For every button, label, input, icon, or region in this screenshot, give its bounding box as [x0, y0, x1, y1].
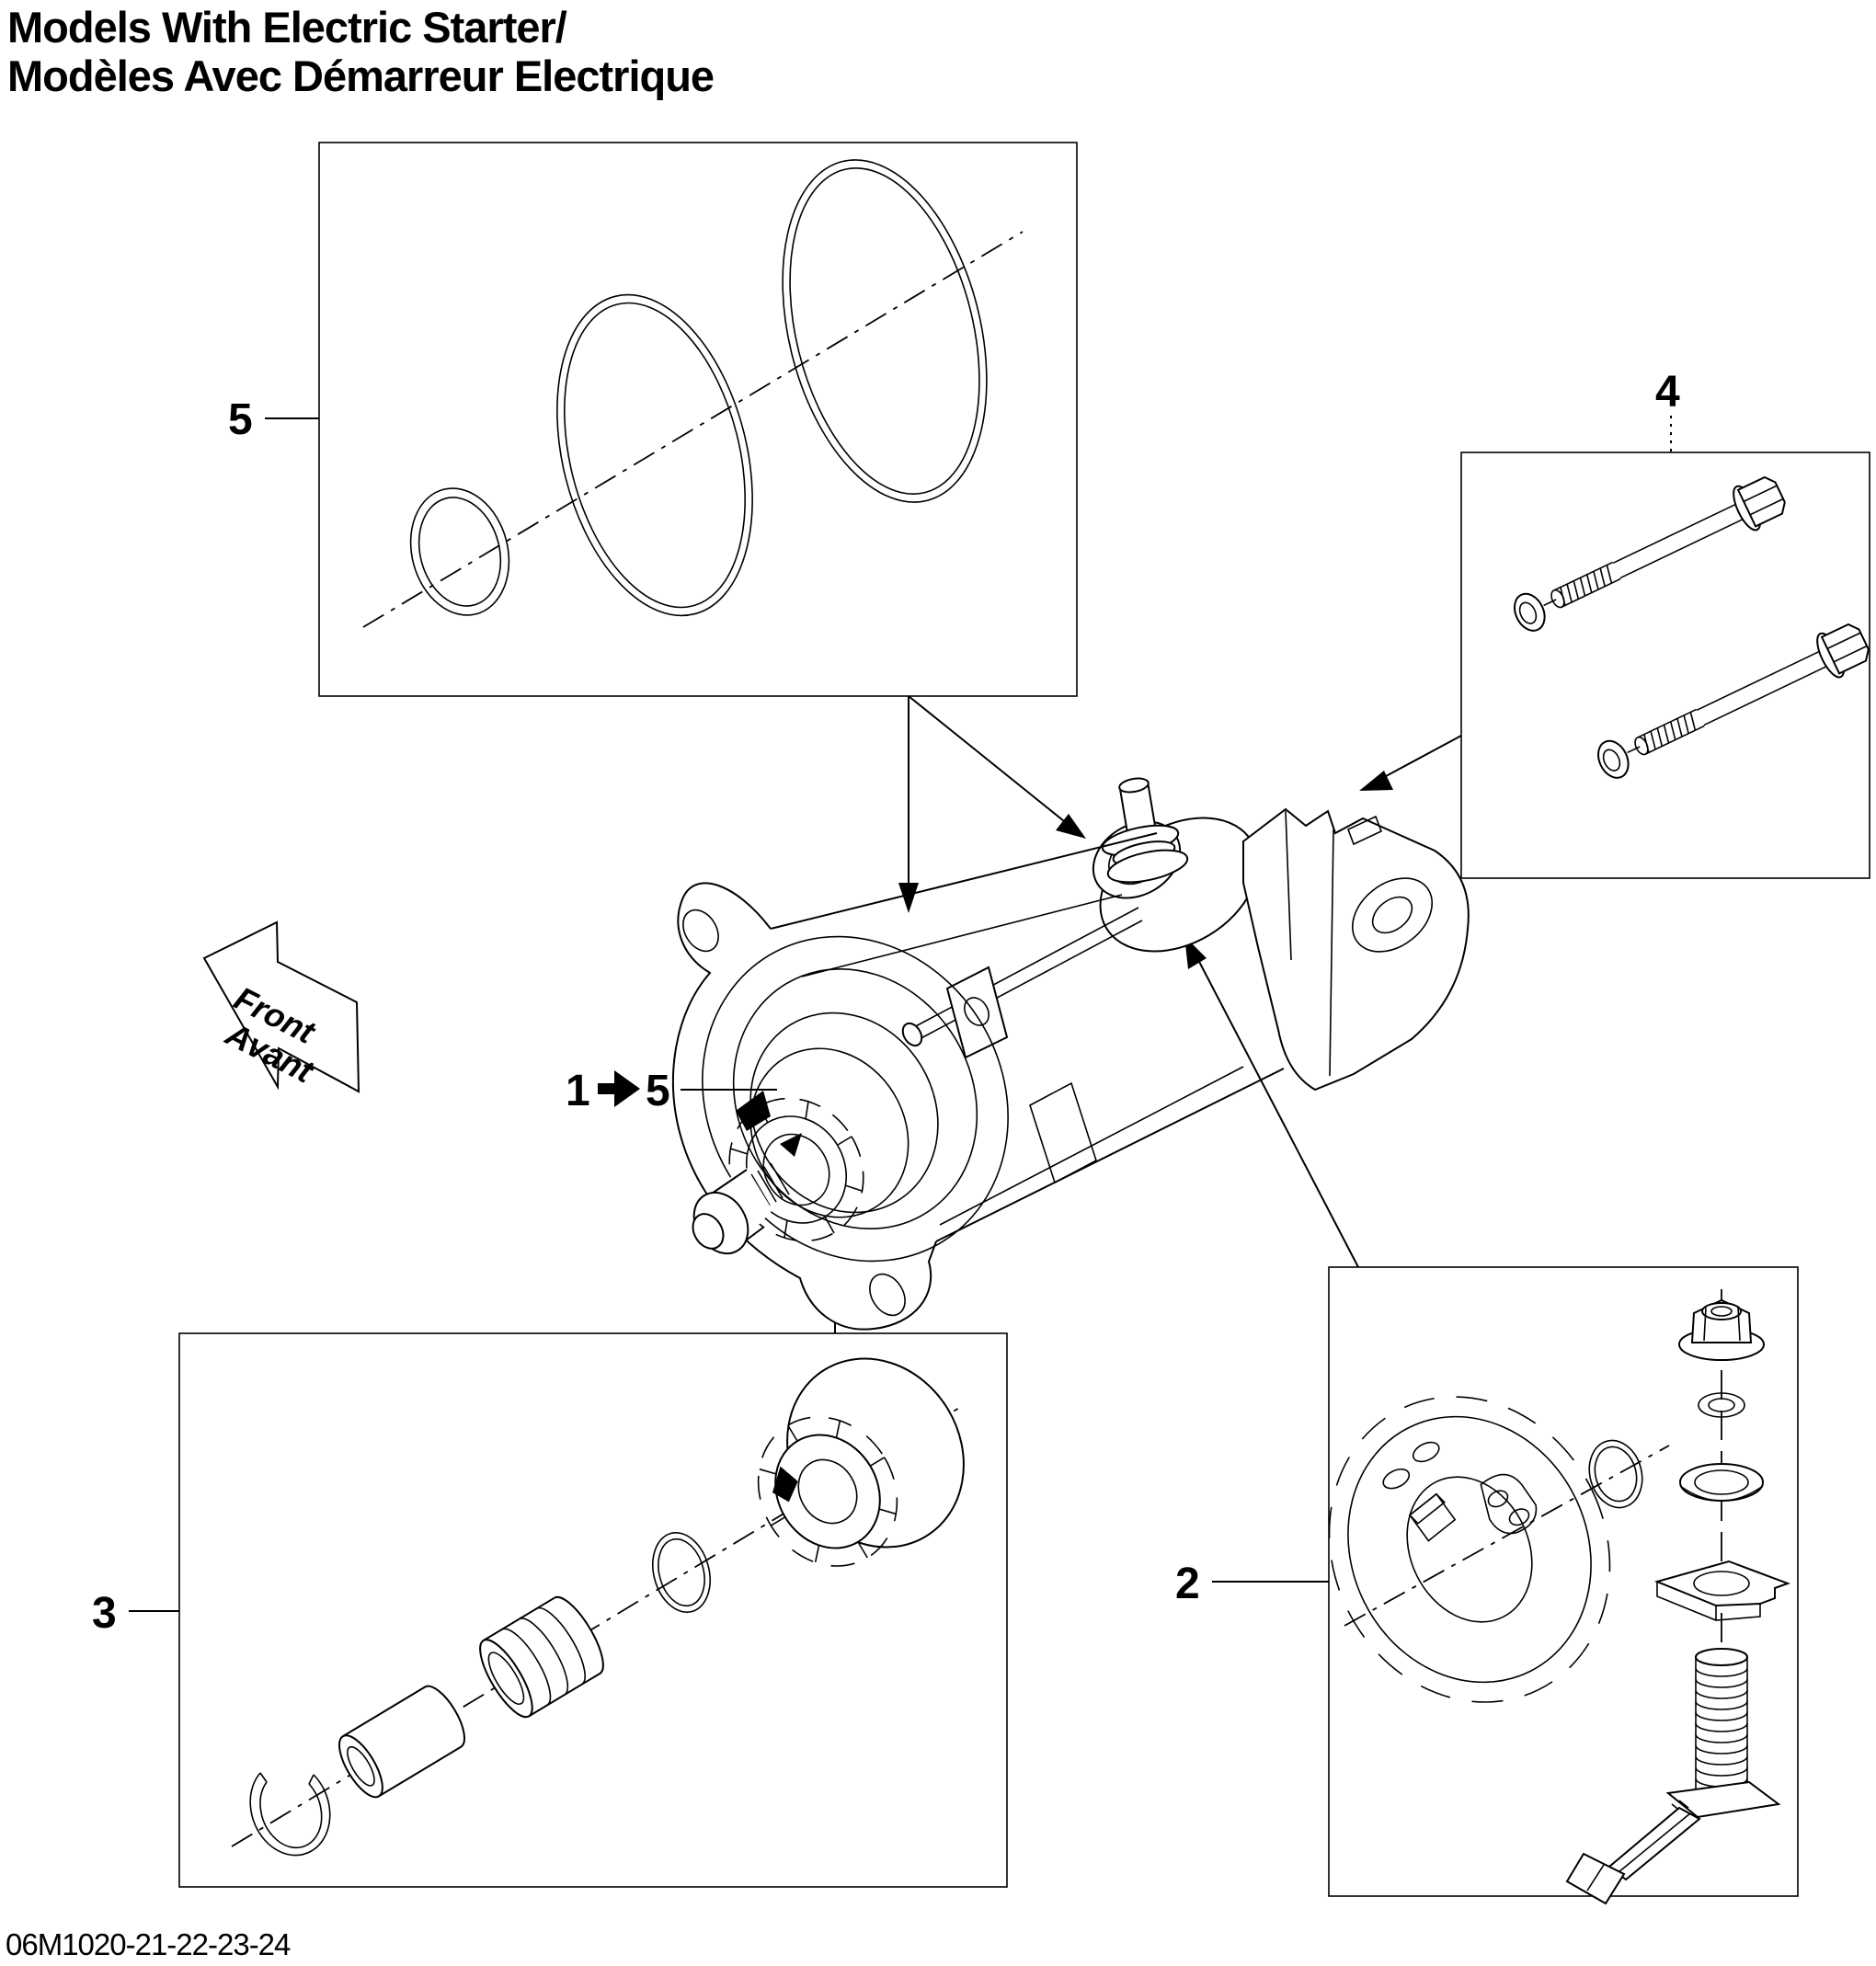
detail-box-3-group: 3 [92, 1332, 1008, 1888]
detail-box-4-group: 4 [1460, 368, 1870, 879]
pinion-gear [728, 1091, 864, 1242]
front-arrow-shape [202, 920, 360, 1093]
page-title-line2: Modèles Avec Démarreur Electrique [7, 51, 714, 100]
leader-arrow-box5-diagonal [908, 695, 1086, 839]
page-title-line1: Models With Electric Starter/ [7, 3, 567, 51]
flange-ear-hole-top [682, 909, 719, 953]
o-ring-medium [556, 293, 753, 617]
callout-5-label: 5 [228, 395, 253, 444]
stud-base-clip [1565, 1780, 1781, 1905]
starter-bolt-lower [1597, 623, 1870, 779]
callout-2-label: 2 [1175, 1560, 1200, 1608]
starter-bolt-upper [1514, 475, 1786, 632]
leader-arrow-box4 [1359, 735, 1462, 791]
threaded-stud [1695, 1648, 1748, 1795]
callout-4-label: 4 [1655, 368, 1680, 417]
body-tab [945, 966, 1009, 1059]
starter-body [770, 832, 1285, 1242]
flange-nut [1678, 1298, 1765, 1361]
drive-spring-collar [479, 1595, 604, 1719]
callout-range-from: 1 [566, 1067, 590, 1115]
shaft-nose [692, 1162, 790, 1255]
front-direction-arrow: Front Avant [202, 920, 360, 1093]
document-code: 06M1020-21-22-23-24 [6, 1927, 291, 1961]
terminal-stud [1101, 777, 1189, 884]
starter-motor-assembly: 1 5 [566, 777, 1470, 1331]
detail-box-2-group: 2 [1175, 1266, 1799, 1905]
rear-bracket [1242, 807, 1470, 1092]
range-arrow-icon [598, 1070, 640, 1107]
callout-range-to: 5 [646, 1067, 670, 1115]
spacer-bushing [338, 1685, 465, 1799]
leader-arrow-box5-vertical [898, 696, 919, 913]
callout-3-label: 3 [92, 1589, 117, 1638]
detail-box-4 [1460, 451, 1870, 879]
lockplate-centerline [1344, 1445, 1670, 1627]
cup-washer [1679, 1463, 1764, 1502]
small-washer [1698, 1392, 1745, 1418]
square-cage-nut [1653, 1560, 1790, 1621]
o-ring-small [409, 487, 510, 616]
o-ring-large [782, 159, 988, 503]
pinion-o-ring [652, 1531, 711, 1614]
oring-centerline [362, 231, 1024, 628]
body-plate [1029, 1081, 1097, 1184]
callout-range-1-5: 1 5 [566, 1067, 777, 1115]
circlip [249, 1772, 331, 1857]
front-flange [672, 882, 1009, 1331]
drive-pinion [757, 1357, 965, 1567]
bracket-ear-hole [1351, 877, 1434, 953]
lock-plate [1328, 1396, 1611, 1703]
detail-box-5-group: 5 [228, 142, 1078, 697]
page-title: Models With Electric Starter/ Modèles Av… [7, 3, 715, 100]
gear-shading-2 [780, 1133, 802, 1157]
flange-ear-hole-bottom [869, 1273, 906, 1317]
gear-shading [736, 1091, 771, 1131]
lock-plate-o-ring [1588, 1439, 1643, 1509]
